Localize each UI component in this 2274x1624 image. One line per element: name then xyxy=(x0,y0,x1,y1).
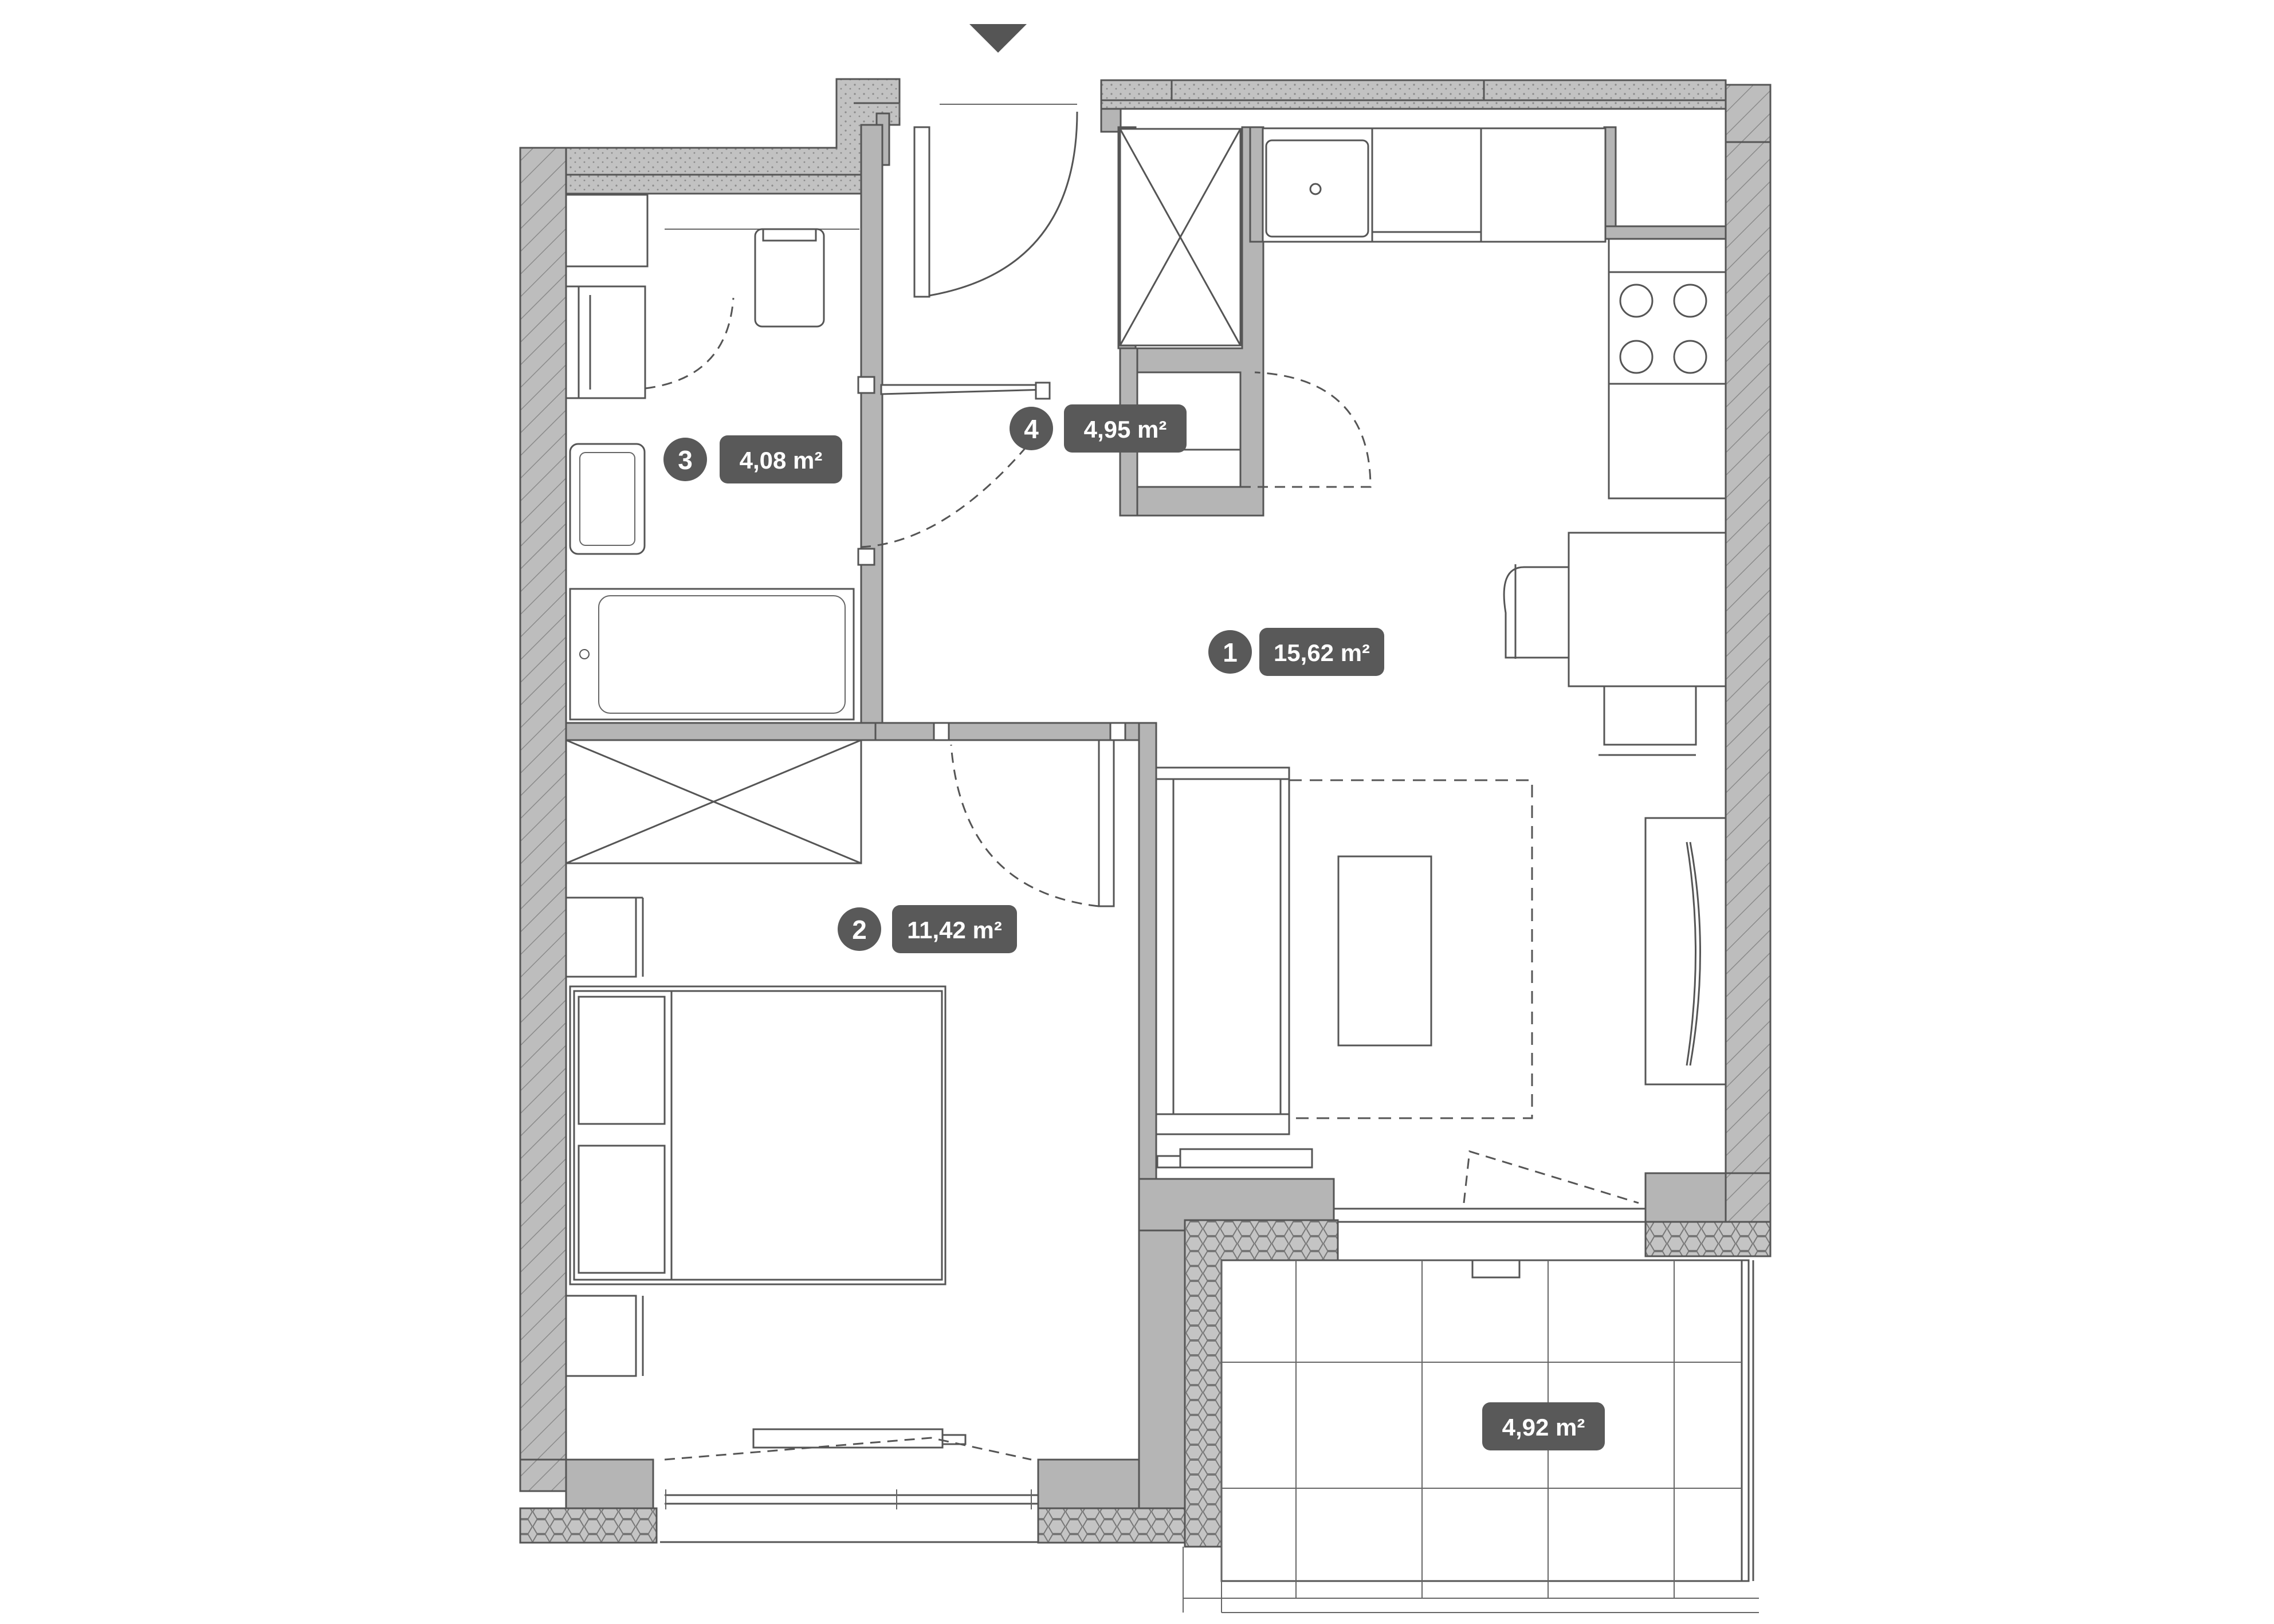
room-number-badge xyxy=(1010,407,1053,450)
wall-kitchen-mid2 xyxy=(1603,225,1727,240)
nightstand xyxy=(565,896,637,978)
room-area-badge xyxy=(892,905,1017,953)
room-number: 2 xyxy=(852,915,867,945)
triangle-down-icon xyxy=(969,24,1027,53)
dining-set xyxy=(1503,532,1727,756)
wall-right xyxy=(1725,84,1772,1180)
bathroom-door xyxy=(880,384,1050,395)
room-area: 11,42 m² xyxy=(907,917,1002,943)
bathroom xyxy=(565,194,1032,721)
wall-bed-sill-left xyxy=(565,1458,654,1509)
kitchen xyxy=(1262,127,1727,500)
wall-top-kitchen xyxy=(1100,79,1727,110)
room-area: 4,95 m² xyxy=(1084,416,1167,443)
wall-right-lower xyxy=(1725,1172,1772,1223)
room-area-badge xyxy=(720,435,842,483)
wall-kitchen-left xyxy=(1249,126,1264,243)
chair xyxy=(1503,566,1569,659)
kitchen-counter-right xyxy=(1608,238,1727,500)
living-area xyxy=(1155,766,1727,1204)
wall-living-bottom-right xyxy=(1644,1172,1727,1223)
room-number: 1 xyxy=(1223,638,1238,667)
room-label-1: 1 15,62 m² xyxy=(1208,628,1384,676)
wall-balcony-hex-left xyxy=(1184,1219,1339,1548)
stove-burner xyxy=(1673,284,1707,318)
wall-top-bath xyxy=(565,78,901,195)
wall-left xyxy=(519,147,567,1461)
dining-table xyxy=(1568,532,1727,687)
toilet xyxy=(754,228,825,328)
bedroom xyxy=(565,722,1126,1543)
balcony-label: 4,92 m² xyxy=(1482,1402,1605,1450)
sofa xyxy=(1155,766,1290,1135)
room-number: 3 xyxy=(678,445,693,475)
tv xyxy=(1689,842,1701,1066)
room-area-badge xyxy=(1482,1402,1605,1450)
room-number: 4 xyxy=(1024,414,1039,444)
room-area-badge xyxy=(1064,404,1187,453)
balcony xyxy=(1183,1259,1759,1613)
balcony-area: 4,92 m² xyxy=(1502,1414,1585,1441)
radiator xyxy=(1179,1148,1313,1169)
nightstand xyxy=(565,1295,637,1377)
pillow xyxy=(578,996,666,1125)
wall-balcony-hex-right xyxy=(1644,1221,1772,1257)
wall-bed-sill-right xyxy=(1037,1458,1147,1509)
room-area: 4,08 m² xyxy=(740,447,823,474)
stove-burner xyxy=(1619,284,1654,318)
coffee-table xyxy=(1337,855,1432,1047)
entrance-door-leaf xyxy=(913,126,930,298)
washing-machine xyxy=(569,443,646,555)
wall-bed-bottom-left xyxy=(519,1458,567,1492)
stove-burner xyxy=(1619,340,1654,374)
room-number-badge xyxy=(663,438,707,481)
stove-burner xyxy=(1673,340,1707,374)
wall-bed-right xyxy=(1138,722,1157,1182)
room-number-badge xyxy=(838,907,881,951)
room-area: 15,62 m² xyxy=(1274,639,1370,666)
rug xyxy=(1288,779,1533,1119)
radiator xyxy=(752,1428,944,1449)
wall-bath-bottom xyxy=(565,722,877,741)
bedroom-door-leaf xyxy=(1098,739,1115,907)
room-label-2: 2 11,42 m² xyxy=(838,905,1017,953)
room-area-badge xyxy=(1259,628,1384,676)
chair xyxy=(1603,686,1697,746)
wall-bath-hall xyxy=(860,124,883,733)
room-label-3: 3 4,08 m² xyxy=(663,435,842,483)
bathtub xyxy=(569,588,855,721)
entrance-jamb-right xyxy=(1100,108,1122,133)
wall-right-cap xyxy=(1725,84,1772,143)
tv-cabinet xyxy=(1644,817,1727,1086)
room-number-badge xyxy=(1208,630,1252,674)
wall-bed-balcony-grey2 xyxy=(1138,1229,1186,1509)
wall-bed-top xyxy=(874,722,1157,741)
room-label-4: 4 4,95 m² xyxy=(1010,404,1187,453)
pillow xyxy=(578,1145,666,1274)
wall-bed-bottom-hex-left xyxy=(519,1507,658,1544)
